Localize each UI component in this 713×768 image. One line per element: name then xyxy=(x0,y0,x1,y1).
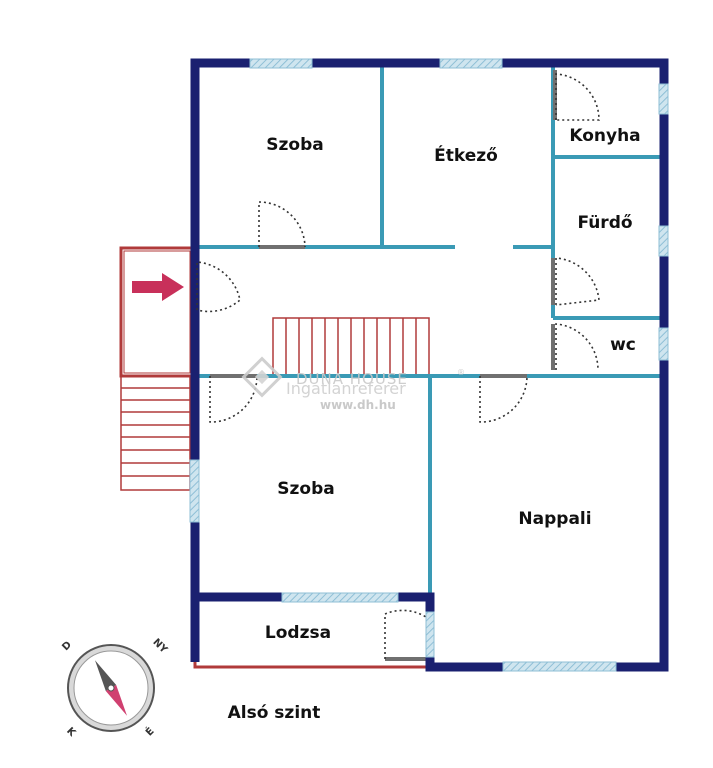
windows xyxy=(189,58,669,672)
room-label-nappali: Nappali xyxy=(518,509,591,529)
watermark: DUNA HOUSE ® Ingatlanreferer www.dh.hu xyxy=(241,356,466,412)
door-frames xyxy=(210,70,557,661)
door-swing-entrance xyxy=(196,261,241,313)
extension-walls xyxy=(119,246,430,669)
compass-letter-k: K xyxy=(64,726,78,740)
door-swing-furdo xyxy=(555,257,600,306)
room-label-szoba-bottom: Szoba xyxy=(277,479,334,499)
level-label: Alsó szint xyxy=(228,703,321,723)
compass-letter-ny: NY xyxy=(150,637,169,656)
entrance-arrow xyxy=(132,273,184,301)
window-bottom xyxy=(502,661,617,672)
watermark-brand: DUNA HOUSE xyxy=(296,370,408,388)
compass-letter-e: É xyxy=(143,724,157,738)
compass-needle-icon xyxy=(95,660,127,716)
room-label-konyha: Konyha xyxy=(569,126,640,146)
entrance-porch-wall xyxy=(119,246,193,378)
external-stairs xyxy=(120,375,191,491)
watermark-registered: ® xyxy=(457,368,466,377)
room-label-furdo: Fürdő xyxy=(577,213,632,233)
window-loggia xyxy=(281,592,399,603)
door-swing-lodzsa xyxy=(384,609,427,659)
window-right-1 xyxy=(658,83,669,115)
door-swings xyxy=(196,73,600,659)
room-label-lodzsa: Lodzsa xyxy=(265,623,331,643)
door-swing-nappali xyxy=(479,375,528,423)
watermark-url: www.dh.hu xyxy=(320,398,396,412)
compass-letter-d: D xyxy=(60,639,74,653)
internal-stairs xyxy=(272,317,430,377)
watermark-logo-icon xyxy=(241,356,283,398)
window-left xyxy=(189,459,200,523)
window-right-2 xyxy=(658,225,669,257)
room-label-wc: wc xyxy=(610,335,636,355)
door-swing-wc xyxy=(555,323,599,371)
room-label-etkezo: Étkező xyxy=(434,144,498,166)
door-swing-konyha xyxy=(555,73,600,121)
window-loggia-door xyxy=(425,611,435,658)
room-label-szoba-top: Szoba xyxy=(266,135,323,155)
outer-walls xyxy=(190,58,669,672)
compass: D NY É K xyxy=(60,637,169,740)
entrance-porch-inner xyxy=(123,250,191,374)
window-right-3 xyxy=(658,327,669,361)
window-top-left xyxy=(249,58,313,69)
window-top-mid xyxy=(439,58,503,69)
watermark-subtitle: Ingatlanreferer xyxy=(286,379,406,398)
door-swing-szoba-top xyxy=(258,201,306,248)
